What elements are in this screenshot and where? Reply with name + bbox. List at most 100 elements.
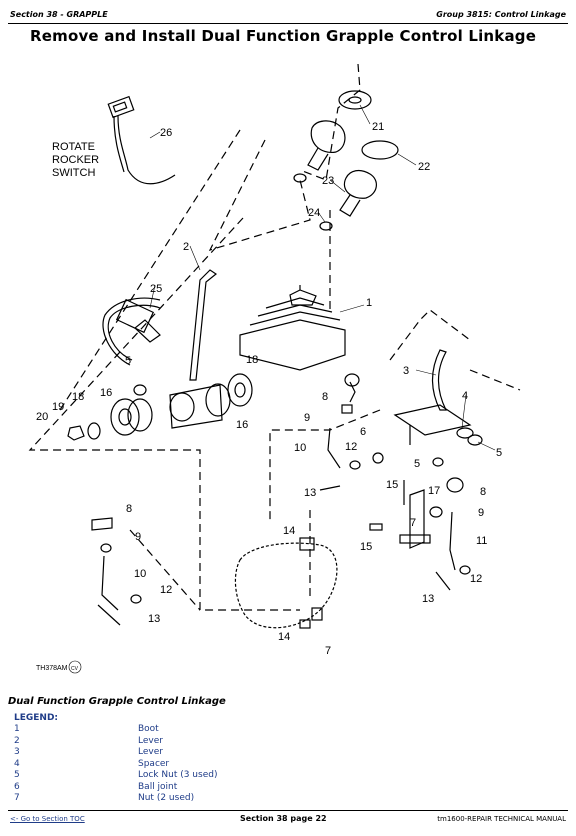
legend-number: 3: [14, 747, 20, 757]
callout-10b: 10: [134, 568, 146, 580]
callout-2: 2: [183, 241, 189, 253]
page-number: Section 38 page 22: [240, 814, 327, 823]
callout-12a: 12: [345, 441, 357, 453]
boot: [239, 319, 346, 371]
knob-23b: [343, 169, 377, 199]
legend-number: 1: [14, 724, 20, 734]
callout-26: 26: [160, 127, 172, 139]
callout-8a: 8: [322, 391, 328, 403]
callout-25: 25: [150, 283, 162, 295]
rod-10-left: [101, 555, 119, 611]
callout-14a: 14: [283, 525, 295, 537]
knob-23a: [310, 120, 346, 154]
lever-3: [431, 349, 447, 411]
footer-divider: [8, 810, 568, 811]
callout-15b: 15: [360, 541, 372, 553]
image-code-badge: [68, 660, 82, 674]
dashed-frame: [208, 139, 311, 251]
callout-18b: 18: [246, 354, 258, 366]
callout-16a: 16: [100, 387, 112, 399]
dashed-frame: [389, 309, 471, 361]
dashed-frame: [269, 409, 381, 520]
page-header: Section 38 - GRAPPLE Group 3815: Control…: [0, 0, 576, 24]
bushing: [110, 398, 140, 436]
nut-24: [293, 173, 307, 183]
legend-text: Lock Nut (3 used): [138, 770, 218, 780]
legend-number: 6: [14, 781, 20, 792]
legend-number: 4: [14, 758, 20, 769]
lever-2: [189, 269, 218, 381]
callout-23: 23: [322, 175, 334, 187]
bushing: [127, 398, 153, 432]
legend-text: Ball joint: [138, 781, 178, 792]
washer: [87, 422, 101, 440]
legend-text: Lever: [138, 735, 163, 746]
legend-text: Spacer: [138, 758, 170, 769]
callout-22: 22: [418, 161, 430, 173]
callout-12b: 12: [160, 584, 172, 596]
callout-17: 17: [428, 485, 440, 497]
knob-cap: [338, 90, 372, 110]
header-divider: [8, 23, 568, 24]
manual-name: tm1600-REPAIR TECHNICAL MANUAL: [437, 815, 566, 823]
callout-1: 1: [366, 297, 372, 309]
callout-24: 24: [308, 207, 320, 219]
callout-15a: 15: [386, 479, 398, 491]
image-code-suffix: CV: [71, 666, 79, 672]
callout-16b: 16: [236, 419, 248, 431]
legend-row: 4 Spacer: [14, 759, 414, 771]
callout-7a: 7: [410, 517, 416, 529]
callout-12c: 12: [470, 573, 482, 585]
callout-4: 4: [462, 390, 468, 402]
legend-number: 2: [14, 735, 20, 746]
rotate-label-line: ROCKER: [52, 154, 99, 166]
callout-5a: 5: [125, 355, 131, 367]
ball-joint: [372, 452, 384, 464]
callout-13b: 13: [148, 613, 160, 625]
callout-13c: 13: [422, 593, 434, 605]
callout-8c: 8: [126, 503, 132, 515]
image-code: TH378AM: [36, 665, 68, 672]
legend-text: Boot: [138, 724, 159, 734]
section-toc-link[interactable]: <- Go to Section TOC: [10, 815, 85, 823]
legend-row: 2 Lever: [14, 736, 414, 748]
callout-13a: 13: [304, 487, 316, 499]
callout-9b: 9: [478, 507, 484, 519]
rod-10: [327, 427, 341, 469]
nut-5: [133, 384, 147, 396]
rod-11: [449, 511, 456, 571]
callout-10a: 10: [294, 442, 306, 454]
legend-number: 5: [14, 770, 20, 780]
callout-6: 6: [360, 426, 366, 438]
switch-cable: [117, 115, 176, 185]
group-label: Group 3815: Control Linkage: [436, 10, 566, 19]
legend-number: 7: [14, 793, 20, 803]
linkage-diagram: ROTATE ROCKER SWITCH 26 21 22 23 24 1 2 …: [28, 63, 521, 674]
dashed-frame: [59, 129, 241, 411]
callout-19: 19: [52, 401, 64, 413]
rotate-label-line: SWITCH: [52, 167, 95, 179]
callout-11: 11: [476, 535, 487, 547]
bracket-17: [409, 489, 425, 549]
callout-14b: 14: [278, 631, 290, 643]
rotate-label-line: ROTATE: [52, 141, 95, 153]
harness: [102, 297, 161, 366]
callout-9c: 9: [135, 531, 141, 543]
page-title: Remove and Install Dual Function Grapple…: [30, 27, 537, 45]
dashed-frame: [299, 63, 361, 181]
callout-5c: 5: [496, 447, 502, 459]
legend-row: 6 Ball joint: [14, 782, 414, 794]
callout-18a: 18: [72, 391, 84, 403]
callout-5b: 5: [414, 458, 420, 470]
dashed-frame: [129, 529, 201, 611]
section-label: Section 38 - GRAPPLE: [10, 10, 108, 19]
rod-end-8: [91, 517, 113, 531]
dashed-frame: [469, 369, 521, 391]
figure-caption: Dual Function Grapple Control Linkage: [8, 696, 226, 707]
cover: [361, 140, 399, 160]
callout-21: 21: [372, 121, 384, 133]
nut-20: [67, 425, 85, 441]
callout-3: 3: [403, 365, 409, 377]
